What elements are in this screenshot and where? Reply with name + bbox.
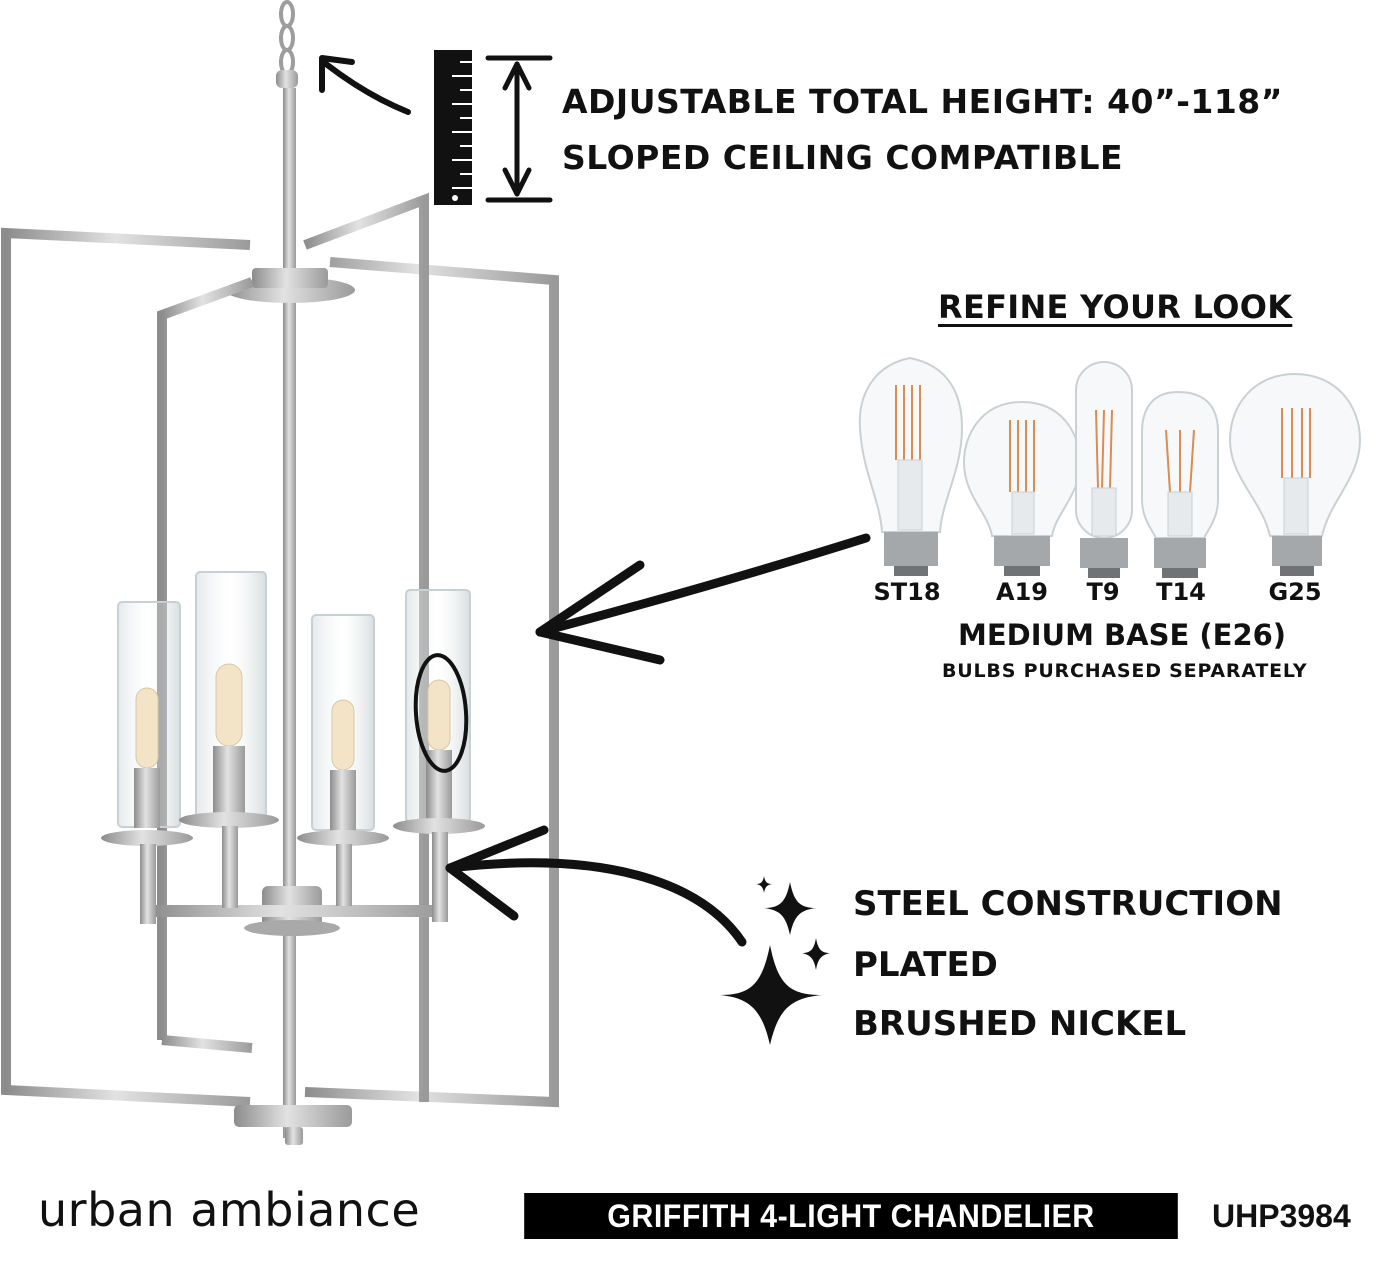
- g25-bulb-icon: [1228, 372, 1362, 576]
- product-sku: UHP3984: [1212, 1197, 1351, 1234]
- lamp-right-back: [393, 589, 485, 922]
- bulb-label-t14: T14: [1156, 578, 1206, 606]
- bulb-label-g25: G25: [1268, 578, 1322, 606]
- bulb-base-type: MEDIUM BASE (E26): [958, 618, 1287, 652]
- bulbs-section-title: REFINE YOUR LOOK: [938, 288, 1293, 326]
- sparkle-icon: [720, 876, 830, 1045]
- height-arrow-icon: [485, 55, 553, 203]
- bulb-arrow-icon: [535, 533, 871, 637]
- chain: [279, 0, 295, 76]
- bulb-highlight-circle: [413, 653, 469, 773]
- bulb-label-t9: T9: [1086, 578, 1120, 606]
- st18-bulb-icon: [858, 356, 964, 576]
- material-line1: STEEL CONSTRUCTION: [853, 884, 1283, 924]
- bulb-label-st18: ST18: [873, 578, 941, 606]
- lamp-left-front: [101, 601, 193, 924]
- downrod: [283, 88, 296, 1138]
- height-feature-line2: SLOPED CEILING COMPATIBLE: [562, 138, 1124, 177]
- brand-logo: urban ambiance: [38, 1183, 421, 1237]
- product-name-bar: GRIFFITH 4-LIGHT CHANDELIER: [524, 1193, 1178, 1239]
- height-feature-line1: ADJUSTABLE TOTAL HEIGHT: 40”-118”: [562, 82, 1283, 121]
- frame: [0, 192, 559, 1108]
- bulbs-note: BULBS PURCHASED SEPARATELY: [942, 660, 1308, 682]
- t14-bulb-icon: [1141, 390, 1219, 578]
- chain-arrow-icon: [323, 61, 411, 115]
- t9-bulb-icon: [1075, 361, 1133, 578]
- product-name: GRIFFITH 4-LIGHT CHANDELIER: [607, 1197, 1095, 1234]
- lamp-left-back: [179, 571, 279, 908]
- bulb-label-a19: A19: [996, 578, 1048, 606]
- material-line2: PLATED: [853, 945, 998, 985]
- a19-bulb-icon: [962, 400, 1082, 576]
- lamp-right-front: [297, 614, 389, 906]
- material-line3: BRUSHED NICKEL: [853, 1004, 1187, 1044]
- ruler-icon: [434, 50, 472, 205]
- material-arrow-icon: [445, 858, 747, 947]
